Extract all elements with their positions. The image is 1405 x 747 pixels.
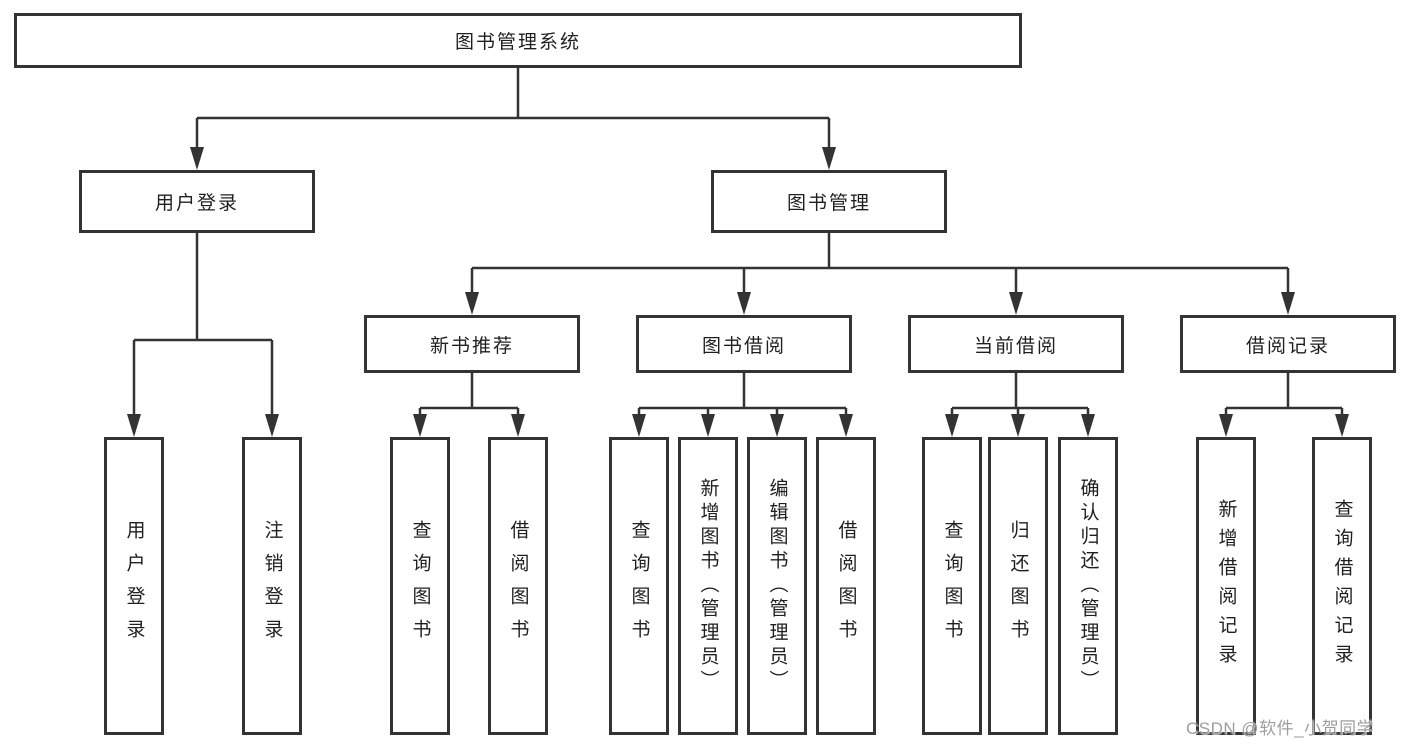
node-library-system: 图书管理系统 (14, 13, 1022, 68)
node-leaf-borrowing-query-book: 查询图书 (609, 437, 669, 735)
arrowheads (127, 147, 1349, 437)
node-leaf-user-login-label: 用户登录 (123, 520, 145, 652)
node-borrowing-records: 借阅记录 (1180, 315, 1396, 373)
node-book-management-label: 图书管理 (786, 193, 871, 214)
node-user-login-label: 用户登录 (154, 193, 239, 214)
node-leaf-confirm-return-admin-label: 确认归还（管理员） (1077, 478, 1099, 694)
node-library-system-label: 图书管理系统 (454, 32, 581, 53)
node-leaf-recommend-query-book: 查询图书 (390, 437, 450, 735)
node-leaf-add-borrow-record-label: 新增借阅记录 (1215, 499, 1237, 673)
node-leaf-recommend-query-book-label: 查询图书 (409, 520, 431, 652)
csdn-watermark: CSDN @软件_小贺同学 (1186, 719, 1375, 738)
node-new-book-recommend: 新书推荐 (364, 315, 580, 373)
node-leaf-borrowing-query-book-label: 查询图书 (628, 520, 650, 652)
node-leaf-current-query-book: 查询图书 (922, 437, 982, 735)
node-leaf-recommend-borrow-book-label: 借阅图书 (507, 520, 529, 652)
node-book-borrowing: 图书借阅 (636, 315, 852, 373)
node-leaf-return-book: 归还图书 (988, 437, 1048, 735)
node-leaf-add-book-admin: 新增图书（管理员） (678, 437, 738, 735)
node-book-management: 图书管理 (711, 170, 947, 233)
node-new-book-recommend-label: 新书推荐 (429, 335, 514, 357)
node-leaf-logout: 注销登录 (242, 437, 302, 735)
node-leaf-add-book-admin-label: 新增图书（管理员） (697, 478, 719, 694)
node-current-borrowing-label: 当前借阅 (973, 335, 1058, 357)
node-leaf-user-login: 用户登录 (104, 437, 164, 735)
node-leaf-borrowing-borrow-book: 借阅图书 (816, 437, 876, 735)
node-leaf-edit-book-admin-label: 编辑图书（管理员） (766, 478, 788, 694)
node-leaf-logout-label: 注销登录 (261, 520, 283, 652)
node-leaf-current-query-book-label: 查询图书 (941, 520, 963, 652)
node-leaf-borrowing-borrow-book-label: 借阅图书 (835, 520, 857, 652)
connector-segments (132, 68, 1344, 417)
node-book-borrowing-label: 图书借阅 (701, 335, 786, 357)
node-leaf-query-borrow-record: 查询借阅记录 (1312, 437, 1372, 735)
node-leaf-confirm-return-admin: 确认归还（管理员） (1058, 437, 1118, 735)
node-leaf-return-book-label: 归还图书 (1007, 520, 1029, 652)
node-leaf-add-borrow-record: 新增借阅记录 (1196, 437, 1256, 735)
node-leaf-recommend-borrow-book: 借阅图书 (488, 437, 548, 735)
node-current-borrowing: 当前借阅 (908, 315, 1124, 373)
node-leaf-edit-book-admin: 编辑图书（管理员） (747, 437, 807, 735)
node-borrowing-records-label: 借阅记录 (1245, 335, 1330, 357)
node-leaf-query-borrow-record-label: 查询借阅记录 (1331, 499, 1353, 673)
node-user-login: 用户登录 (79, 170, 315, 233)
